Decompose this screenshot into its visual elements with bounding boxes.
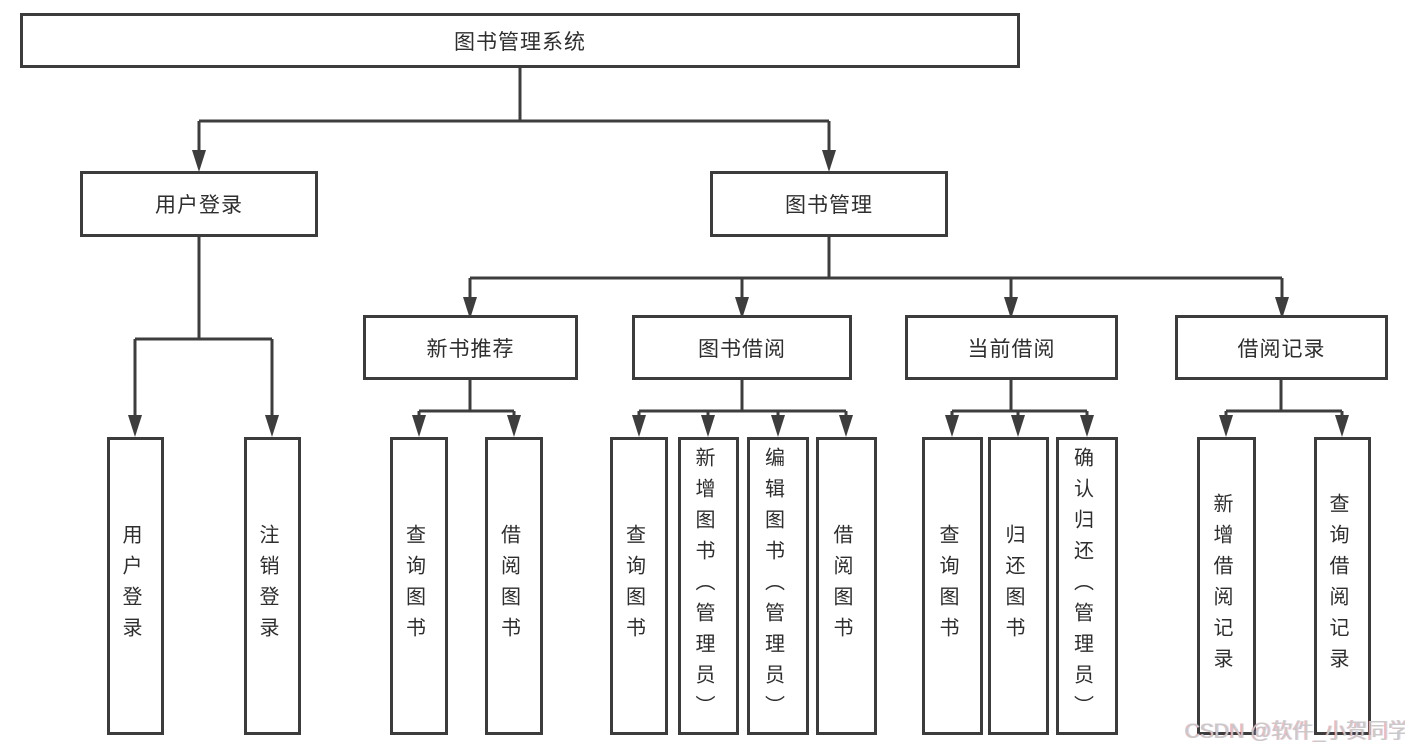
leaf-label: 查询图书: [622, 524, 645, 648]
leaf-label: 注销登录: [256, 524, 278, 648]
leaf-label: 归还图书: [1002, 524, 1024, 648]
node-current-borrow: 当前借阅: [905, 315, 1118, 380]
leaf-label: 用户登录: [119, 524, 141, 648]
watermark: CSDN @软件_小贺同学: [1185, 720, 1405, 743]
leaf-current-query-book: 查询图书: [922, 437, 983, 735]
leaf-label: 借阅图书: [830, 524, 852, 648]
node-borrow-record: 借阅记录: [1175, 315, 1388, 380]
leaf-confirm-return-admin: 确认归还（管理员）: [1056, 437, 1118, 735]
leaf-label: 编辑图书（管理员）: [761, 446, 784, 726]
leaf-label: 新增借阅记录: [1210, 493, 1232, 679]
leaf-add-book-admin: 新增图书（管理员）: [678, 437, 739, 735]
node-current-borrow-label: 当前借阅: [967, 337, 1056, 361]
leaf-return-book: 归还图书: [988, 437, 1049, 735]
leaf-label: 确认归还（管理员）: [1070, 446, 1093, 726]
leaf-label: 新增图书（管理员）: [692, 446, 714, 726]
node-root-label: 图书管理系统: [454, 30, 586, 54]
leaf-label: 查询借阅记录: [1326, 493, 1348, 679]
leaf-label: 查询图书: [402, 524, 425, 648]
node-root: 图书管理系统: [20, 13, 1020, 68]
leaf-logout: 注销登录: [244, 437, 301, 735]
leaf-borrow-book: 借阅图书: [816, 437, 877, 735]
node-user-login-label: 用户登录: [155, 194, 243, 217]
node-book-borrow: 图书借阅: [632, 315, 852, 380]
leaf-recommend-borrow-book: 借阅图书: [485, 437, 543, 735]
node-user-login: 用户登录: [80, 171, 318, 237]
leaf-query-borrow-record: 查询借阅记录: [1314, 437, 1371, 735]
leaf-add-borrow-record: 新增借阅记录: [1197, 437, 1256, 735]
node-new-book-recommend: 新书推荐: [363, 315, 578, 380]
leaf-borrow-query-book: 查询图书: [610, 437, 668, 735]
node-book-management-label: 图书管理: [785, 194, 873, 217]
leaf-label: 借阅图书: [497, 524, 520, 648]
node-borrow-record-label: 借阅记录: [1237, 337, 1326, 361]
leaf-user-login: 用户登录: [107, 437, 164, 735]
leaf-label: 查询图书: [936, 524, 958, 648]
node-new-book-recommend-label: 新书推荐: [426, 337, 515, 361]
leaf-recommend-query-book: 查询图书: [390, 437, 448, 735]
node-book-borrow-label: 图书借阅: [698, 337, 786, 361]
leaf-edit-book-admin: 编辑图书（管理员）: [747, 437, 809, 735]
node-book-management: 图书管理: [710, 171, 948, 237]
